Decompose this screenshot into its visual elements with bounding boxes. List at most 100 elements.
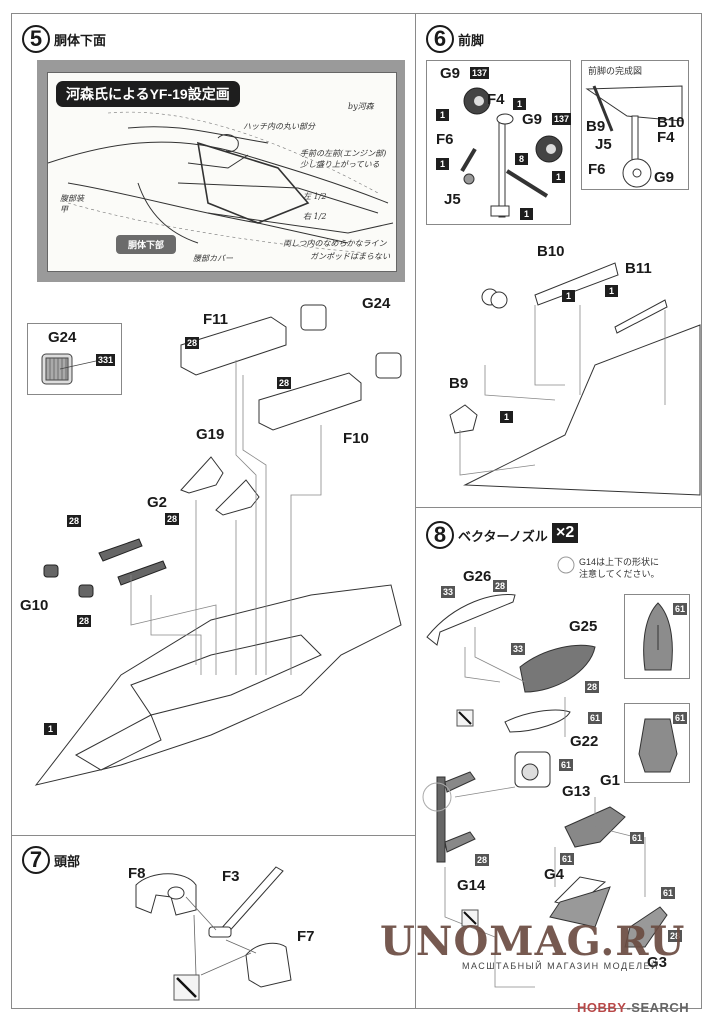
attention-circle-icon bbox=[557, 556, 575, 574]
color-code-badge: 28 bbox=[185, 337, 200, 349]
sketch-note: 腰部カバー bbox=[193, 254, 233, 263]
no-glue-icon bbox=[456, 709, 474, 727]
color-code-badge: 61 bbox=[673, 603, 688, 615]
step6-header: 6 前脚 bbox=[426, 25, 484, 53]
step-number: 6 bbox=[426, 25, 454, 53]
step-title: 前脚 bbox=[458, 32, 485, 48]
color-code-badge: 28 bbox=[475, 854, 490, 866]
g1-inset-drawing bbox=[638, 718, 678, 773]
color-code-badge: 28 bbox=[165, 513, 180, 525]
g24-detail-inset: G24 331 bbox=[27, 323, 122, 395]
color-code-badge: 28 bbox=[493, 580, 508, 592]
color-code-badge: 1 bbox=[513, 98, 526, 110]
color-code-badge: 1 bbox=[436, 158, 449, 170]
g1-inset: 61 bbox=[624, 703, 690, 783]
part-label-g2: G2 bbox=[147, 494, 168, 511]
label-b10: B10 bbox=[657, 114, 685, 131]
part-label-g19: G19 bbox=[196, 426, 225, 443]
color-code-badge: 28 bbox=[668, 930, 683, 942]
sketch-drawing bbox=[47, 111, 394, 254]
color-code-badge: 33 bbox=[511, 643, 526, 655]
color-code-badge: 137 bbox=[470, 67, 490, 79]
color-code-badge: 1 bbox=[552, 171, 565, 183]
no-glue-icon bbox=[461, 909, 479, 927]
step5-header: 5 胴体下面 bbox=[22, 25, 106, 53]
sketch-signature: by河森 bbox=[348, 102, 374, 111]
part-label-g13: G13 bbox=[562, 783, 591, 800]
color-code-badge: 1 bbox=[520, 208, 533, 220]
color-code-badge: 61 bbox=[560, 853, 575, 865]
part-label-b9: B9 bbox=[449, 375, 469, 392]
sketch-note: 両しつ内のなめらかなライン bbox=[283, 239, 387, 248]
step-number: 7 bbox=[22, 846, 50, 874]
color-code-badge: 1 bbox=[44, 723, 57, 735]
completed-view-box: 前脚の完成図 B9 B10 F4 J5 F6 G9 bbox=[581, 60, 689, 190]
part-label-g1: G1 bbox=[600, 772, 621, 789]
sketch-note: 腹部装甲 bbox=[60, 194, 84, 214]
step-number: 5 bbox=[22, 25, 50, 53]
nose-gear-bay-drawing bbox=[449, 262, 701, 496]
color-code-badge: 1 bbox=[500, 411, 513, 423]
label-b9: B9 bbox=[586, 118, 606, 135]
step7-header: 7 頭部 bbox=[22, 846, 80, 874]
sketch-tag: 胴体下部 bbox=[116, 235, 177, 254]
part-label-f11: F11 bbox=[203, 311, 229, 328]
sketch-title: 河森氏によるYF-19設定画 bbox=[56, 81, 240, 107]
vector-nozzle-drawing bbox=[422, 594, 668, 988]
note-line: 注意してください。 bbox=[579, 569, 660, 579]
step-title: 頭部 bbox=[54, 853, 81, 869]
part-label-g14: G14 bbox=[457, 877, 486, 894]
watermark-tagline: МАСШТАБНЫЙ МАГАЗИН МОДЕЛЕЙ bbox=[462, 961, 659, 971]
attention-note: G14は上下の形状に 注意してください。 bbox=[579, 556, 659, 580]
source-watermark: HOBBY-SEARCH bbox=[577, 1000, 689, 1015]
color-code-badge: 28 bbox=[277, 377, 292, 389]
step-number: 8 bbox=[426, 521, 454, 549]
g24-part-drawing bbox=[41, 353, 97, 385]
completed-gear-drawing bbox=[585, 85, 683, 188]
label-f4: F4 bbox=[657, 129, 675, 146]
part-label-f3: F3 bbox=[222, 868, 240, 885]
sketch-note: 手前の左前(エンジン部)少し盛り上がっている bbox=[300, 149, 387, 169]
sketch-note: ガンポッドはまらない bbox=[310, 252, 390, 261]
part-label-f8: F8 bbox=[128, 865, 146, 882]
part-label-f4: F4 bbox=[487, 91, 505, 108]
source-suffix: -SEARCH bbox=[626, 1000, 690, 1015]
part-label-g24: G24 bbox=[362, 295, 391, 312]
part-label-g25: G25 bbox=[569, 618, 598, 635]
sketch-note: 右 1/2 bbox=[303, 212, 327, 221]
step8-frame bbox=[415, 507, 702, 1009]
g25-inset-drawing bbox=[643, 602, 673, 671]
note-line: G14は上下の形状に bbox=[579, 557, 660, 567]
design-sketch: 河森氏によるYF-19設定画 胴体下部 by河森 ハッチ内の丸い部分 手前の左前… bbox=[47, 72, 397, 272]
watermark-brand: UNOMAG.RU bbox=[380, 918, 686, 965]
sketch-note: ハッチ内の丸い部分 bbox=[243, 122, 315, 131]
color-code-badge: 61 bbox=[588, 712, 603, 724]
color-code-badge: 28 bbox=[77, 615, 92, 627]
fuselage-underside-drawing bbox=[34, 304, 402, 786]
step-title: 胴体下面 bbox=[54, 32, 107, 48]
label-g9: G9 bbox=[654, 169, 675, 186]
color-code-badge: 61 bbox=[559, 759, 574, 771]
nose-gear-detail-box: G9 137 1 F4 1 G9 137 1 F6 1 J5 8 1 bbox=[426, 60, 572, 225]
part-label-b10: B10 bbox=[537, 243, 565, 260]
part-label-b11: B11 bbox=[625, 260, 652, 277]
part-label: G24 bbox=[48, 329, 77, 346]
part-label-g4: G4 bbox=[544, 866, 565, 883]
part-label-f6: F6 bbox=[436, 131, 454, 148]
label-j5: J5 bbox=[595, 136, 612, 153]
nose-gear-parts-drawing bbox=[460, 87, 563, 218]
part-label-g3: G3 bbox=[647, 954, 668, 971]
head-parts-drawing bbox=[135, 866, 292, 1001]
step-title: ベクターノズル bbox=[458, 528, 548, 544]
part-label-f7: F7 bbox=[297, 928, 315, 945]
color-code-badge: 1 bbox=[605, 285, 618, 297]
label-f6: F6 bbox=[588, 161, 606, 178]
color-code-badge: 61 bbox=[661, 887, 676, 899]
step8-header: 8 ベクターノズル bbox=[426, 521, 548, 549]
color-code-badge: 28 bbox=[67, 515, 82, 527]
color-code-badge: 61 bbox=[673, 712, 688, 724]
part-label-g9: G9 bbox=[440, 65, 461, 82]
color-code-badge: 137 bbox=[552, 113, 572, 125]
design-sketch-panel: 河森氏によるYF-19設定画 胴体下部 by河森 ハッチ内の丸い部分 手前の左前… bbox=[37, 60, 405, 282]
part-label-f10: F10 bbox=[343, 430, 369, 447]
